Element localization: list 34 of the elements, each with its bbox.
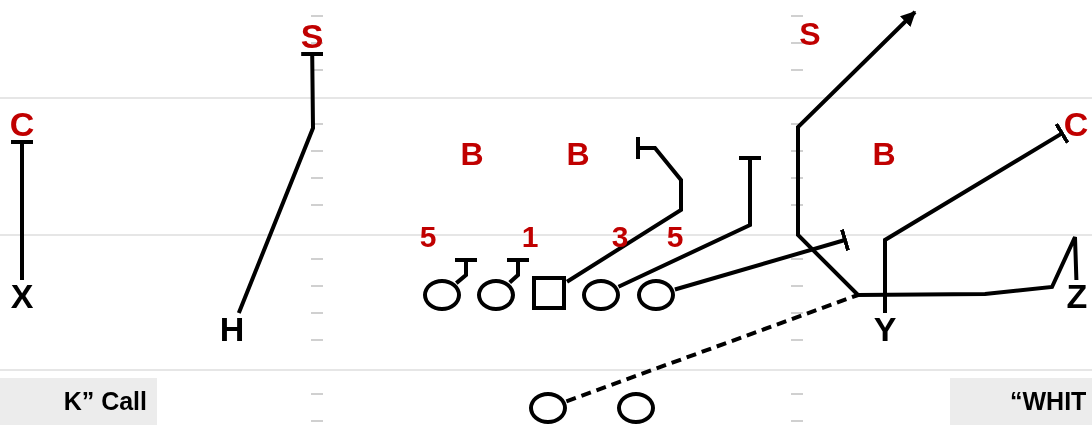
player-letter: H xyxy=(218,314,246,346)
gap-number: 5 xyxy=(666,221,684,253)
player-circle xyxy=(529,392,567,424)
defender-letter: C xyxy=(9,109,35,141)
defender-letter: B xyxy=(460,138,484,170)
route-line xyxy=(236,51,324,314)
call-banner: “WHIT xyxy=(950,378,1092,425)
gap-number: 1 xyxy=(521,221,539,253)
route-line xyxy=(796,10,1079,297)
defender-letter: B xyxy=(872,138,896,170)
player-letter: Y xyxy=(871,314,899,346)
call-banner: K” Call xyxy=(0,378,157,425)
player-circle xyxy=(582,279,620,311)
player-circle xyxy=(617,392,655,424)
defender-letter: C xyxy=(1063,109,1089,141)
route-line xyxy=(565,293,859,404)
gap-number: 3 xyxy=(611,221,629,253)
gap-number: 5 xyxy=(419,221,437,253)
route-line xyxy=(507,258,529,285)
player-circle xyxy=(477,279,515,311)
defender-letter: S xyxy=(799,18,821,50)
defender-letter: B xyxy=(566,138,590,170)
route-line xyxy=(11,140,33,280)
center-square xyxy=(532,276,566,310)
route-line xyxy=(674,228,850,292)
route-line xyxy=(455,258,477,285)
route-line xyxy=(617,156,761,289)
route-line xyxy=(565,137,683,284)
player-letter: X xyxy=(8,281,36,313)
route-line xyxy=(883,122,1070,313)
player-circle xyxy=(637,279,675,311)
defender-letter: S xyxy=(299,21,325,53)
player-letter: Z xyxy=(1063,281,1091,313)
player-circle xyxy=(423,279,461,311)
